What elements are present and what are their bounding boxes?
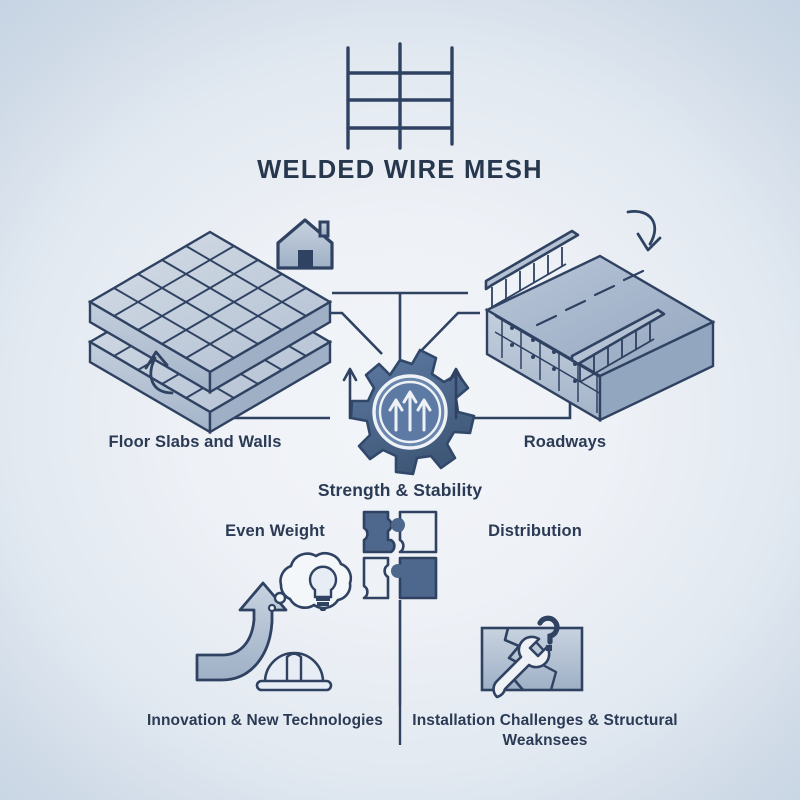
puzzle-pieces-icon [362, 510, 438, 600]
label-installation-challenges: Installation Challenges & Structural Wea… [412, 712, 678, 749]
stacked-mesh-slabs-illustration [87, 230, 333, 435]
gear-with-up-arrows-icon [349, 348, 476, 476]
page-title: WELDED WIRE MESH [257, 156, 543, 184]
up-arrow-icon [448, 367, 464, 420]
curved-arrow-down-icon [626, 209, 662, 252]
label-distribution: Distribution [488, 522, 582, 540]
center-label-strength-stability: Strength & Stability [317, 480, 483, 500]
branch-label-floor-slabs-and-walls: Floor Slabs and Walls [108, 433, 282, 451]
roadway-slab-illustration [484, 229, 716, 423]
label-innovation-new-technologies: Innovation & New Technologies [147, 712, 383, 729]
gear-side-arrows [342, 367, 464, 420]
up-arrow-icon [342, 367, 358, 420]
branch-label-roadways: Roadways [523, 433, 607, 451]
curved-arrow-up-left-icon [144, 350, 174, 395]
grid-mesh-icon [346, 42, 454, 150]
growth-arrow-lightbulb-hardhat-icon [195, 551, 353, 692]
label-even-weight: Even Weight [225, 522, 325, 540]
cracked-wall-wrench-question-icon [480, 615, 584, 699]
house-icon [276, 218, 334, 270]
